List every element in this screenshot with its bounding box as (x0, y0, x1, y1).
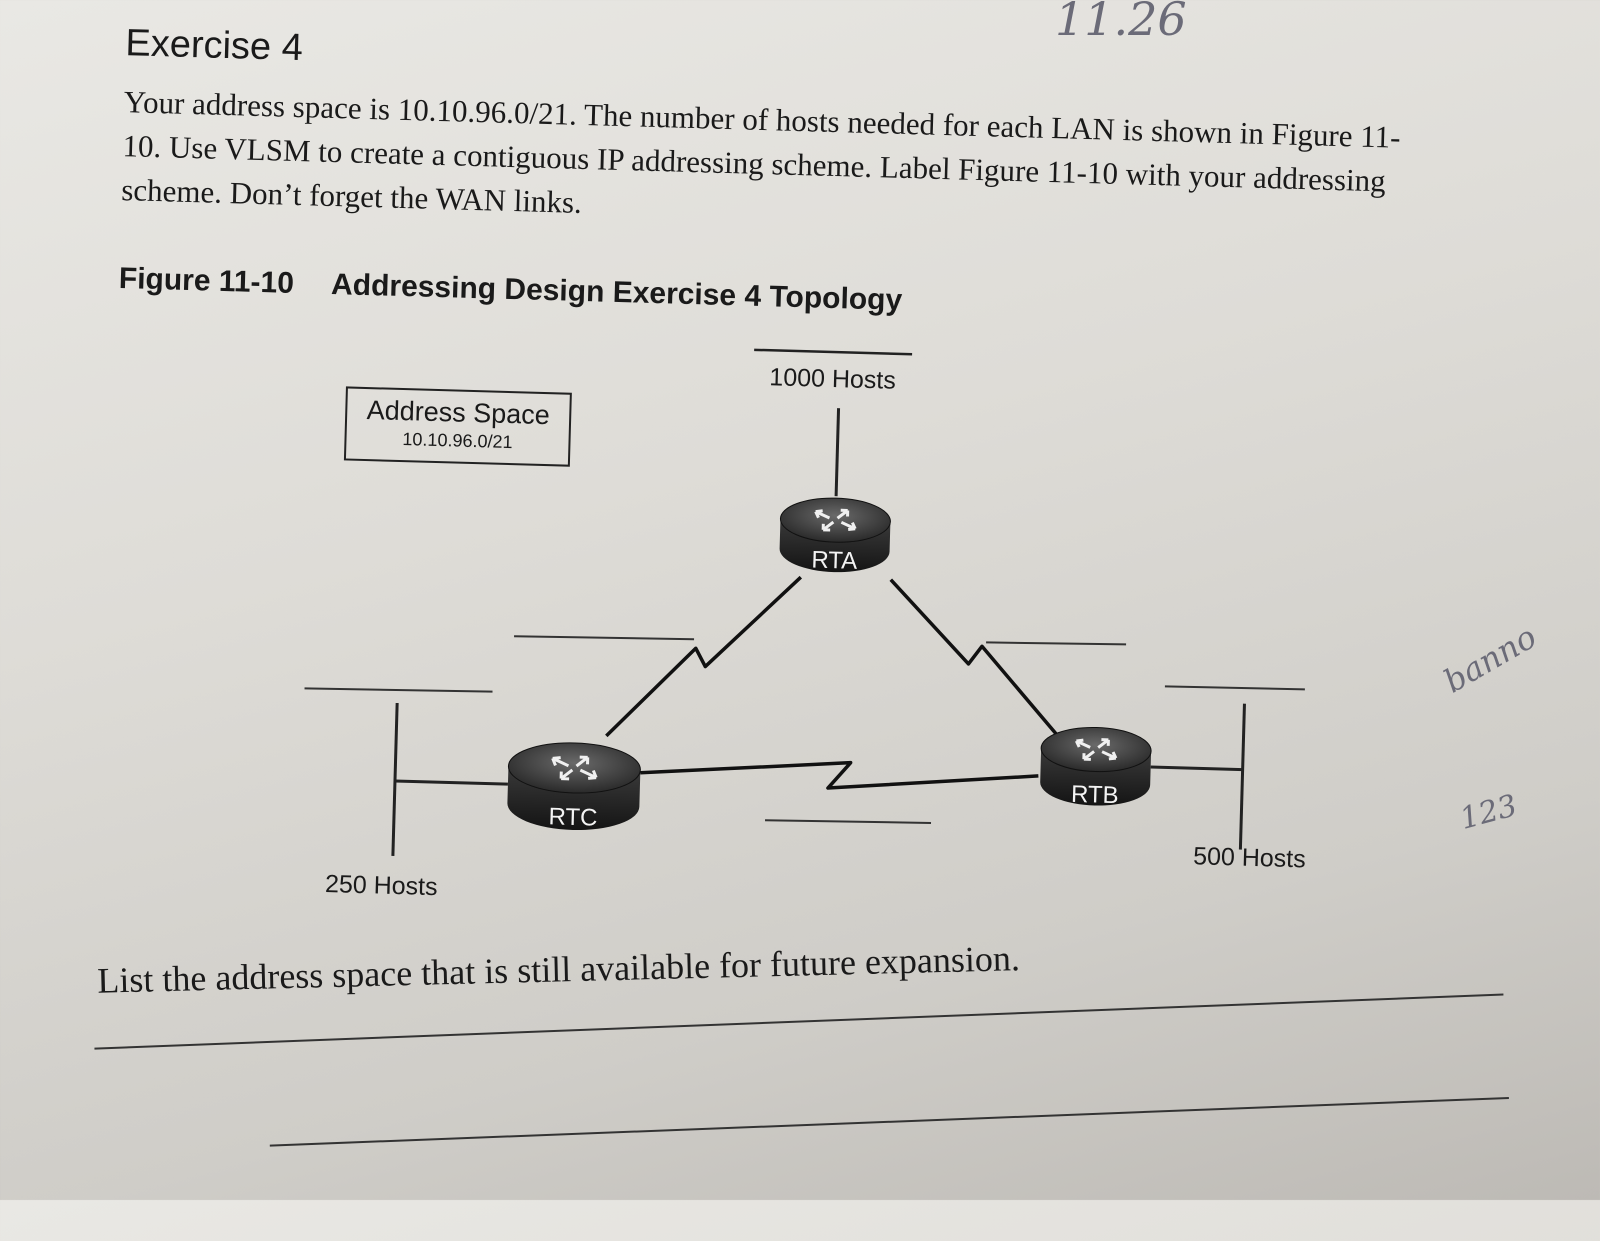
wan-link-rta-rtc (605, 575, 803, 738)
label-line-wan-rta-rtb (986, 641, 1127, 646)
router-label-rta: RTA (811, 547, 858, 575)
router-arrows-icon (551, 755, 598, 781)
wan-link-rtc-rtb (640, 760, 1039, 790)
lan-label-rtc: 250 Hosts (324, 870, 438, 902)
address-space-box: Address Space 10.10.96.0/21 (343, 386, 572, 467)
router-arrows-icon (1074, 738, 1118, 761)
label-line-rtb-lan (1164, 685, 1305, 691)
router-label-rtc: RTC (548, 803, 598, 831)
lan-segment-rta (754, 348, 913, 356)
label-line-wan-rta-rtc (514, 635, 695, 641)
label-line-rtc-lan (304, 687, 493, 693)
address-space-title: Address Space (366, 395, 551, 431)
lan-drop-rta (834, 408, 841, 497)
lan-segment-rtb (1238, 703, 1246, 850)
lan-drop-rtc (394, 779, 508, 786)
router-rta: RTA (779, 497, 891, 575)
lan-label-rta: 1000 Hosts (769, 363, 897, 395)
router-arrows-icon (814, 508, 857, 532)
router-rtb: RTB (1040, 726, 1152, 809)
router-rtc: RTC (507, 742, 641, 832)
router-label-rtb: RTB (1071, 781, 1119, 809)
lan-label-rtb: 500 Hosts (1192, 842, 1307, 874)
lan-drop-rtb (1150, 765, 1243, 772)
address-space-value: 10.10.96.0/21 (402, 429, 513, 453)
handwritten-note-top: 11.26 (1055, 0, 1187, 46)
label-line-wan-rtc-rtb (765, 819, 932, 824)
wan-link-rta-rtb (889, 578, 1058, 736)
